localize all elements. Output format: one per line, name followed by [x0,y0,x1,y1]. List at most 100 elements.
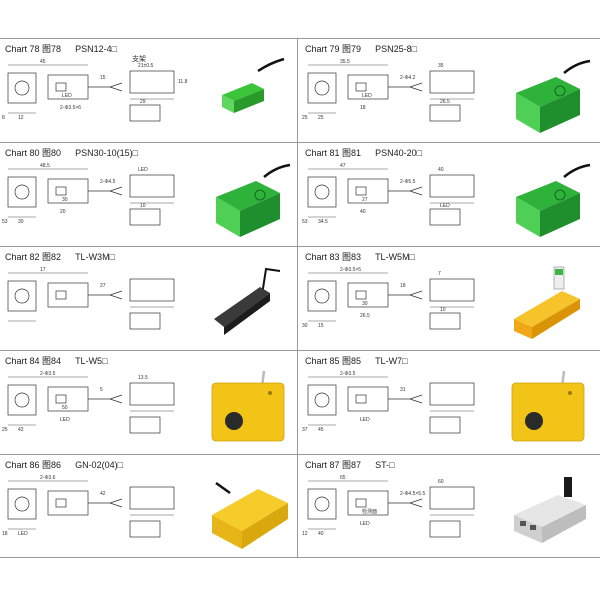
model-name: PSN12-4□ [75,44,118,54]
dimension-label: LED [362,93,372,99]
cable-line [409,294,423,300]
front-view [307,384,337,416]
dimension-label: 37 [302,427,308,433]
dimension-label: 42 [100,491,106,497]
dimension-label: 12 [18,115,24,121]
dimension-label: 2-Φ4.2 [400,75,416,81]
top-view [129,70,175,94]
sensor-body-side [234,89,264,113]
cable-line [409,394,423,400]
model-name: TL-W3M□ [75,252,115,262]
sensor-body-side [532,299,580,339]
dimension-label: 30 [62,197,68,203]
dimension-label: 27 [100,283,106,289]
chart-label-cn: 图83 [342,252,362,262]
sensor-body-side [540,89,580,133]
chart-label: Chart 81 [305,148,340,158]
bracket-view [429,416,461,434]
side-view [47,386,89,412]
led-window [55,498,67,508]
dimension-label: 2-Φ5.5 [400,179,416,185]
dimension-label: 50 [62,405,68,411]
dimension-label: 12 [302,531,308,537]
cable-line [409,82,423,88]
model-name: GN-02(04)□ [75,460,124,470]
led-indicator [254,189,266,201]
dimension-label: 35 [438,63,444,69]
bracket-view [429,208,461,226]
dimension-label: LED [18,531,28,537]
product-photo [211,370,285,442]
side-view [347,386,389,412]
cable-line [109,190,123,196]
sensor-body-face [212,515,242,549]
sensor-body [214,287,270,327]
cable [563,163,591,178]
sensor-body-side [224,293,270,335]
sensing-face [14,80,30,96]
front-view [307,488,337,520]
cable-line [109,498,123,504]
grid-divider [0,142,600,143]
dimension-label: 45 [40,59,46,65]
led-window [55,394,67,404]
dimension-label: 检测面 [362,508,377,515]
side-view [347,178,389,204]
sensor-body-face [514,319,532,339]
cable-line [109,398,123,404]
sensing-face [314,496,330,512]
dimension-label: 10 [140,203,146,209]
chart-label-cn: 图84 [42,356,62,366]
sensing-face [14,496,30,512]
bracket-view [129,520,161,538]
product-photo [514,477,586,543]
bracket-view [129,416,161,434]
dimension-label: LED [62,93,72,99]
dimension-label: 25 [318,115,324,121]
led-window [355,498,367,508]
product-photo [212,481,288,549]
chart-label: Chart 78 [5,44,40,54]
bracket-view [429,312,461,330]
dimension-label: LED [60,417,70,423]
dimension-label: 18 [360,105,366,111]
sensing-face [14,392,30,408]
top-view [129,382,175,406]
led-window [55,290,67,300]
cable-line [409,186,423,192]
sensor-body-side [542,505,586,543]
sensing-face [14,288,30,304]
product-photo [514,266,580,339]
chart-label: Chart 87 [305,460,340,470]
sensor-body [222,83,264,101]
dimension-label: 20 [60,209,66,215]
cable-line [109,86,123,92]
chart-label-cn: 图80 [42,148,62,158]
side-view [347,282,389,308]
dimension-label: 15 [318,323,324,329]
dimension-label: 21±0.5 [138,63,153,69]
top-view [129,486,175,510]
dimension-label: 2-Φ3.5×5 [340,267,361,273]
dimension-label: 47 [340,163,346,169]
bracket-view [129,104,161,122]
cable-line [109,82,123,88]
side-view [47,282,89,308]
product-photo [511,370,585,442]
product-photo [214,267,281,335]
dimension-label: 35.5 [340,59,350,65]
dimension-label: 29 [140,99,146,105]
sensing-face [314,184,330,200]
